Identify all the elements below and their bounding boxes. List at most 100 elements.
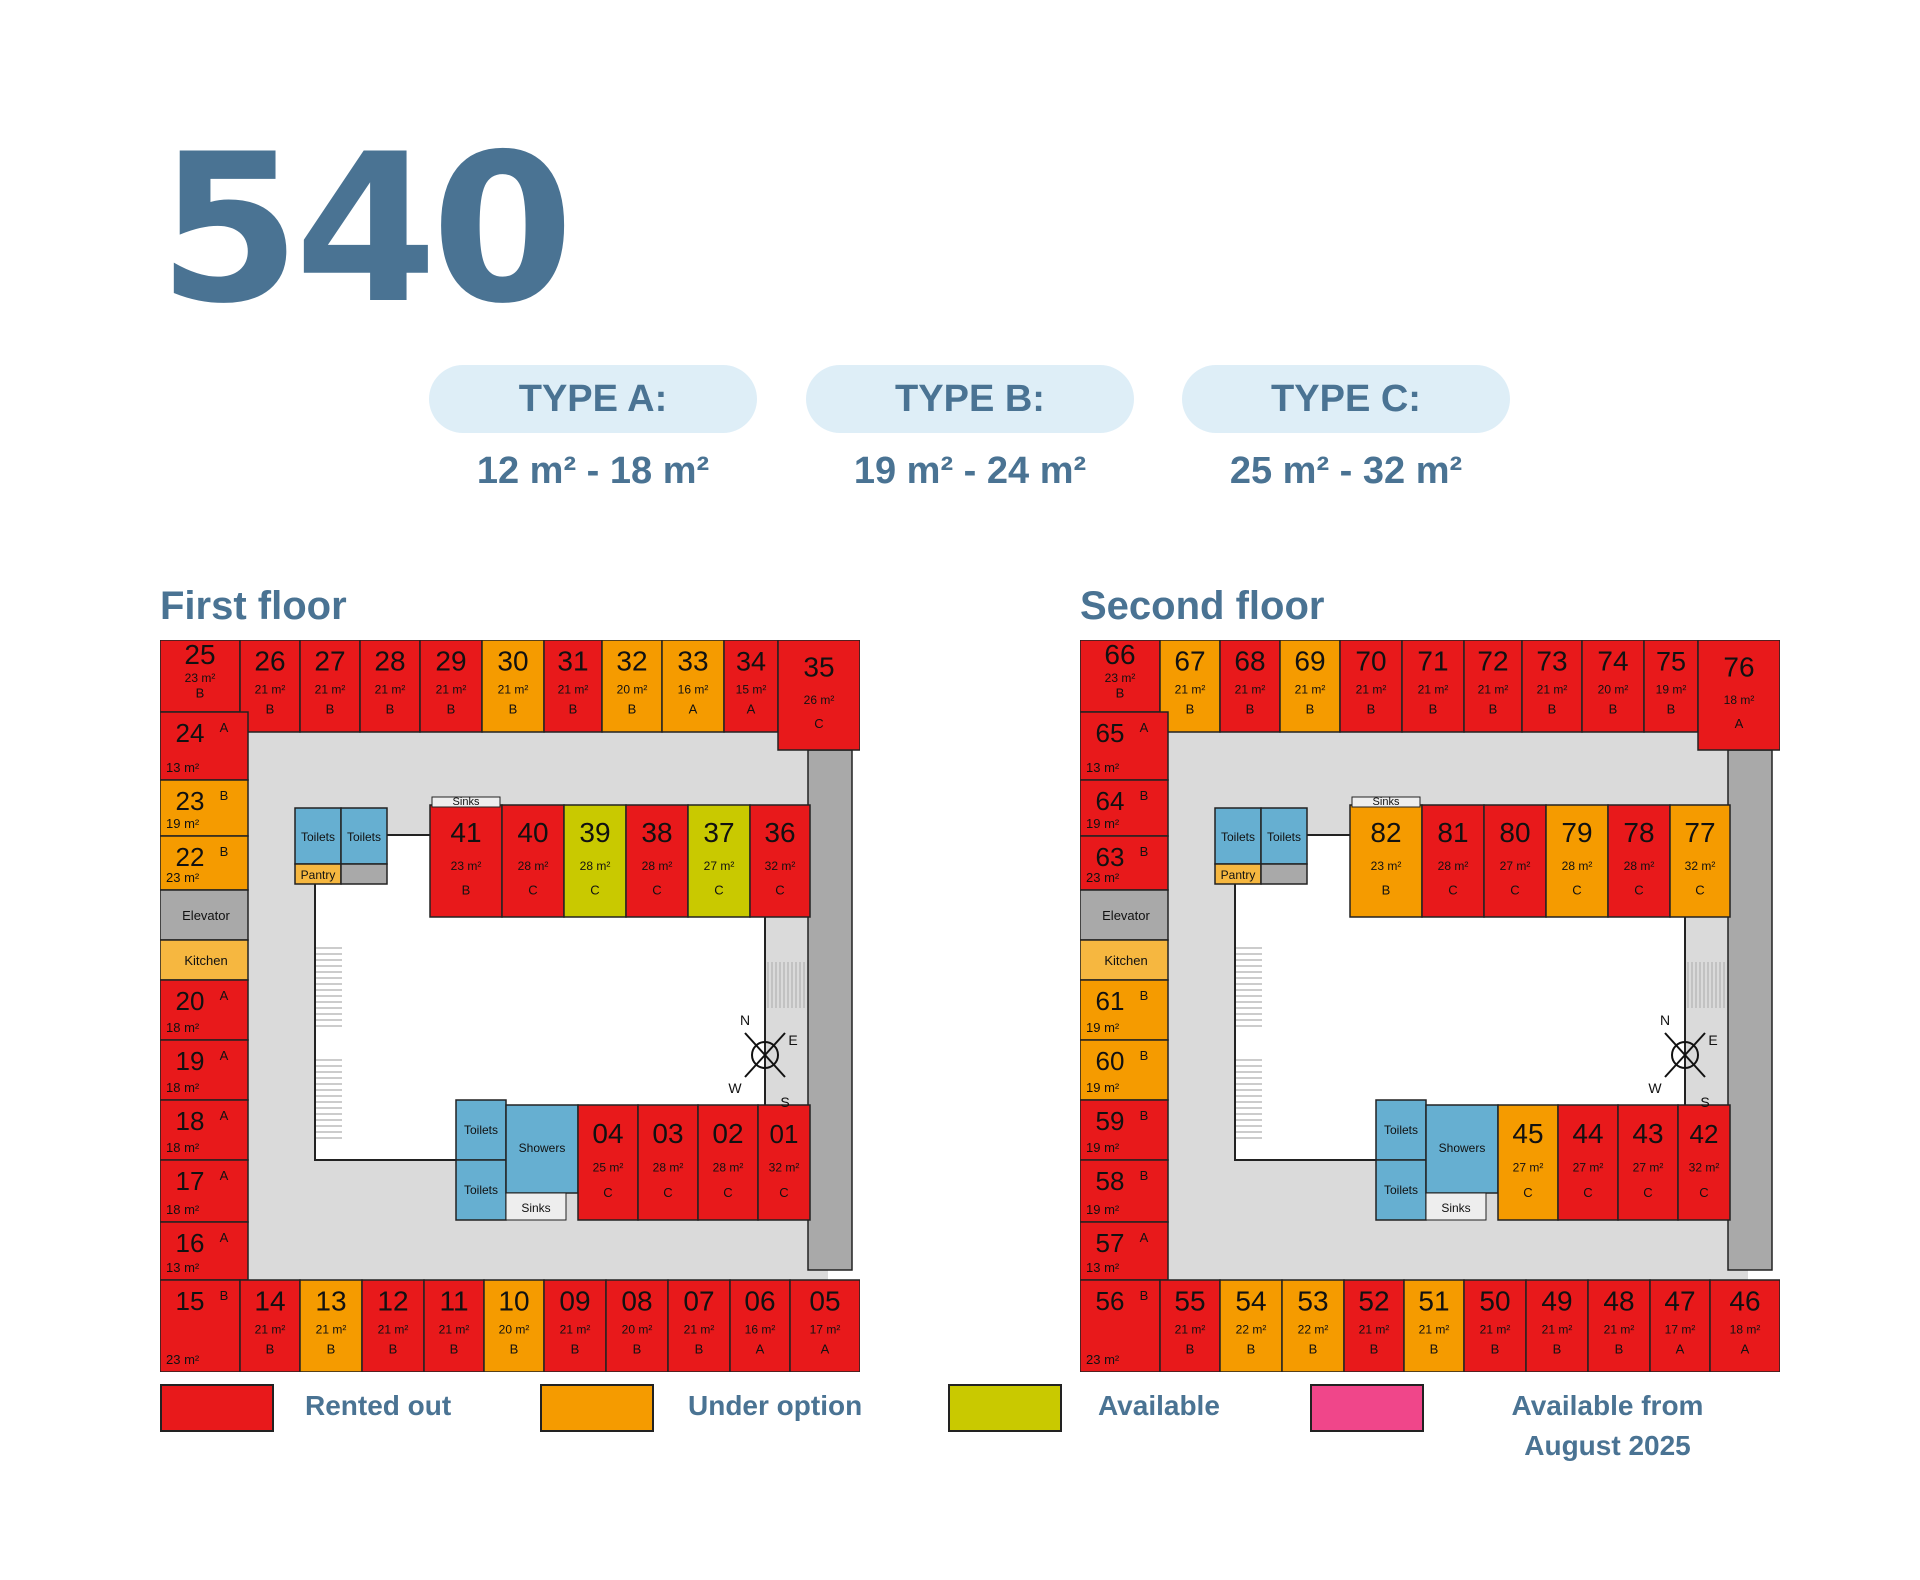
unit-type: B [1140, 1108, 1149, 1123]
unit-79 [1545, 804, 1609, 918]
unit-size: 13 m² [166, 1260, 200, 1275]
unit-number: 14 [254, 1285, 285, 1316]
unit-type: C [652, 883, 661, 898]
unit-number: 39 [579, 817, 610, 848]
unit-size: 23 m² [451, 859, 482, 873]
unit-size: 28 m² [518, 859, 549, 873]
unit-type: B [1306, 702, 1315, 717]
unit-number: 54 [1235, 1285, 1266, 1316]
unit-number: 55 [1174, 1285, 1205, 1316]
unit-size: 21 m² [439, 1322, 470, 1336]
unit-size: 13 m² [1086, 760, 1120, 775]
unit-57 [1080, 1221, 1169, 1281]
unit-type: B [326, 702, 335, 717]
unit-number: 22 [176, 842, 205, 872]
unit-number: 68 [1234, 645, 1265, 676]
unit-type: C [1448, 883, 1457, 898]
unit-number: 66 [1104, 640, 1135, 670]
legend-swatch-rented [160, 1384, 274, 1432]
unit-12 [361, 1279, 425, 1372]
right-wall [807, 749, 853, 1271]
unit-size: 21 m² [1235, 682, 1266, 696]
toilets-4 [455, 1159, 507, 1221]
unit-type: C [723, 1185, 732, 1200]
unit-type: B [1186, 1342, 1195, 1357]
unit-size: 19 m² [1086, 1080, 1120, 1095]
unit-size: 27 m² [1573, 1161, 1604, 1175]
unit-type: A [220, 1048, 229, 1063]
unit-14 [239, 1279, 301, 1372]
unit-size: 21 m² [1295, 682, 1326, 696]
unit-size: 21 m² [1542, 1322, 1573, 1336]
compass-w: W [728, 1080, 742, 1096]
unit-70 [1339, 640, 1403, 733]
unit-size: 22 m² [1298, 1322, 1329, 1336]
unit-type: B [1667, 702, 1676, 717]
unit-type: B [220, 788, 229, 803]
unit-size: 28 m² [653, 1161, 684, 1175]
unit-size: 28 m² [1562, 859, 1593, 873]
unit-number: 32 [616, 645, 647, 676]
unit-76 [1697, 640, 1780, 751]
unit-type: C [663, 1185, 672, 1200]
legend-label-rented: Rented out [305, 1390, 452, 1421]
unit-09 [543, 1279, 607, 1372]
unit-type: B [1140, 988, 1149, 1003]
unit-number: 16 [176, 1228, 205, 1258]
unit-number: 40 [517, 817, 548, 848]
unit-number: 51 [1418, 1285, 1449, 1316]
sinks-bottom [1425, 1192, 1487, 1221]
unit-number: 30 [497, 645, 528, 676]
first-floor-label: First floor [160, 584, 347, 628]
kitchen [160, 939, 249, 981]
unit-size: 21 m² [558, 682, 589, 696]
unit-number: 19 [176, 1046, 205, 1076]
unit-22 [160, 835, 249, 891]
unit-type: A [220, 1168, 229, 1183]
unit-04 [577, 1104, 639, 1221]
unit-number: 72 [1477, 645, 1508, 676]
unit-type: C [1699, 1185, 1708, 1200]
unit-number: 74 [1597, 645, 1628, 676]
unit-number: 28 [374, 645, 405, 676]
unit-size: 19 m² [1086, 1202, 1120, 1217]
unit-type: A [220, 1230, 229, 1245]
unit-number: 20 [176, 986, 205, 1016]
unit-type: B [1430, 1342, 1439, 1357]
unit-type: A [747, 702, 756, 717]
unit-size: 21 m² [560, 1322, 591, 1336]
unit-number: 80 [1499, 817, 1530, 848]
unit-type: A [1676, 1342, 1685, 1357]
unit-type: A [756, 1342, 765, 1357]
unit-type: B [1309, 1342, 1318, 1357]
unit-number: 79 [1561, 817, 1592, 848]
unit-35 [777, 640, 860, 751]
sinks-bottom [505, 1192, 567, 1221]
kitchen-label: Kitchen [1104, 953, 1147, 968]
unit-type: B [1247, 1342, 1256, 1357]
unit-type: B [1370, 1342, 1379, 1357]
unit-81 [1421, 804, 1485, 918]
unit-number: 04 [592, 1118, 623, 1149]
unit-type: A [821, 1342, 830, 1357]
unit-type: C [1695, 883, 1704, 898]
kitchen-label: Kitchen [184, 953, 227, 968]
unit-size: 19 m² [1086, 1140, 1120, 1155]
unit-size: 23 m² [1371, 859, 1402, 873]
unit-size: 21 m² [1480, 1322, 1511, 1336]
unit-size: 19 m² [1656, 682, 1687, 696]
unit-number: 63 [1096, 842, 1125, 872]
unit-size: 18 m² [1724, 693, 1755, 707]
unit-type: A [220, 720, 229, 735]
right-wall [1727, 749, 1773, 1271]
sinks-bottom-label: Sinks [1441, 1201, 1470, 1215]
kitchen [1080, 939, 1169, 981]
unit-size: 21 m² [1359, 1322, 1390, 1336]
unit-size: 20 m² [617, 682, 648, 696]
unit-27 [299, 640, 361, 733]
unit-type: C [1510, 883, 1519, 898]
unit-type: A [1735, 716, 1744, 731]
unit-size: 27 m² [1633, 1161, 1664, 1175]
unit-type: B [386, 702, 395, 717]
